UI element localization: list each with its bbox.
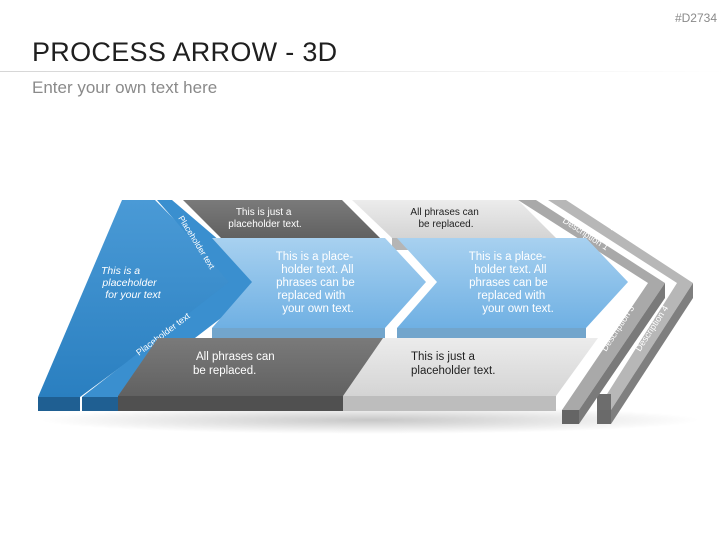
top-light-block-text: All phrases can be replaced. [410,207,481,230]
process-arrow-2 [397,238,628,338]
process-arrow-1-text: This is a place- holder text. All phrase… [276,251,358,315]
bottom-dark-block-text: All phrases can be replaced. [193,351,278,377]
bottom-light-block [343,338,598,411]
bottom-dark-block [118,338,383,411]
floor-shadow [40,406,700,434]
title-divider [0,71,727,72]
process-arrow-2-text: This is a place- holder text. All phrase… [469,251,554,315]
slide-id: #D2734 [674,11,717,25]
slide-subtitle: Enter your own text here [32,78,218,97]
left-triangle-text: This is a placeholder for your text [101,265,162,301]
bottom-light-block-text: This is just a placeholder text. [411,351,495,377]
blue-strip [82,200,268,411]
top-dark-block-text: This is just a placeholder text. [228,207,301,230]
left-blue-triangle [38,200,236,411]
description-chevron-3 [518,200,665,424]
description-chevron-4 [548,200,693,424]
slide-title: PROCESS ARROW - 3D [32,37,338,67]
process-arrow-1 [212,238,426,338]
